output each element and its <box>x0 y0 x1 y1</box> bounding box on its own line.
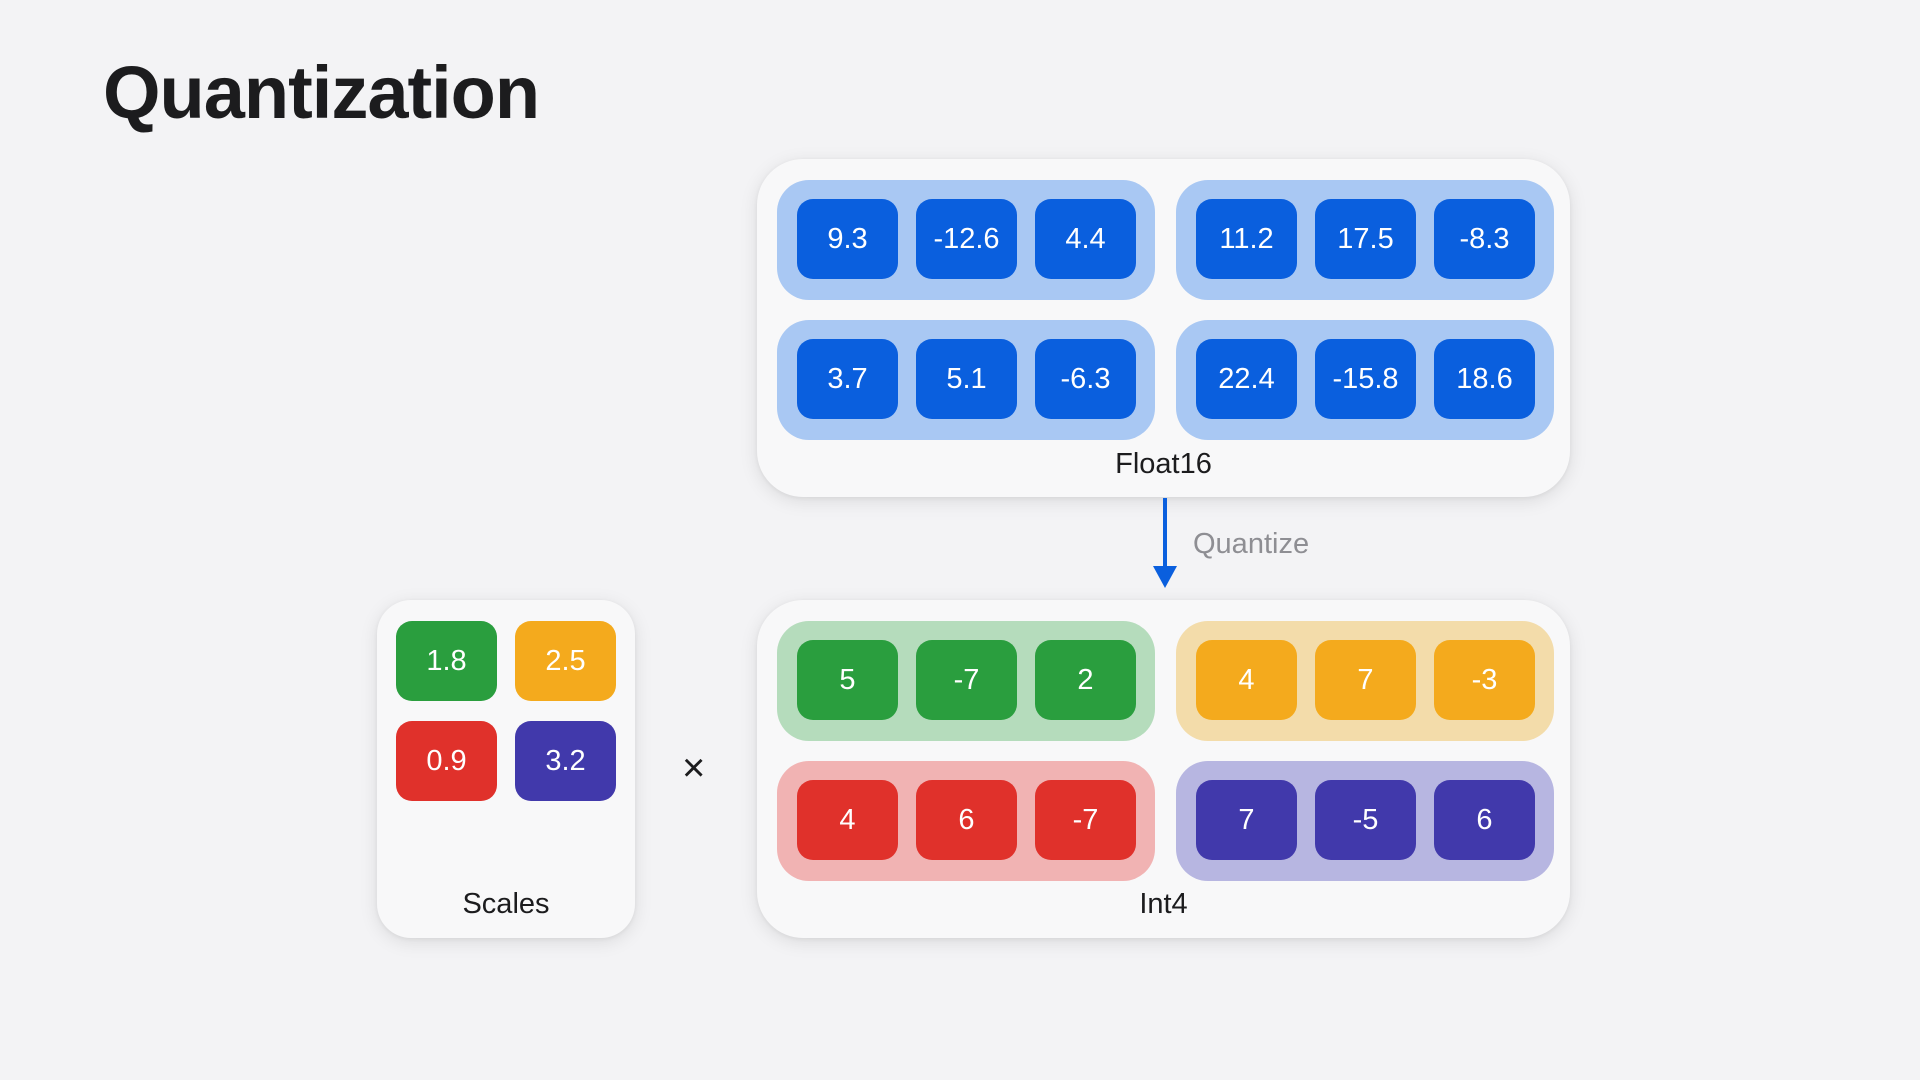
int4-cell: -5 <box>1315 780 1416 860</box>
int4-group-top-right: 4 7 -3 <box>1176 621 1554 741</box>
float16-cell: -15.8 <box>1315 339 1416 419</box>
int4-group-bottom-left: 4 6 -7 <box>777 761 1155 881</box>
quantize-label: Quantize <box>1193 528 1310 560</box>
scale-cell: 2.5 <box>515 621 616 701</box>
int4-cell: -7 <box>916 640 1017 720</box>
scales-panel: 1.8 2.5 0.9 3.2 Scales <box>377 600 635 938</box>
int4-cell: 7 <box>1315 640 1416 720</box>
scales-label: Scales <box>462 888 550 920</box>
int4-panel: 5 -7 2 4 7 -3 4 6 -7 7 -5 6 Int4 <box>757 600 1570 938</box>
int4-group-top-left: 5 -7 2 <box>777 621 1155 741</box>
int4-group-bottom-right: 7 -5 6 <box>1176 761 1554 881</box>
float16-group-top-left: 9.3 -12.6 4.4 <box>777 180 1155 300</box>
int4-label: Int4 <box>1139 888 1188 920</box>
quantize-arrow-icon <box>1153 498 1177 588</box>
int4-cell: -3 <box>1434 640 1535 720</box>
float16-cell: 11.2 <box>1196 199 1297 279</box>
float16-cell: 3.7 <box>797 339 898 419</box>
float16-group-bottom-right: 22.4 -15.8 18.6 <box>1176 320 1554 440</box>
float16-cell: 9.3 <box>797 199 898 279</box>
float16-cell: -6.3 <box>1035 339 1136 419</box>
int4-cell: 4 <box>797 780 898 860</box>
float16-cell: -8.3 <box>1434 199 1535 279</box>
float16-cell: 18.6 <box>1434 339 1535 419</box>
float16-panel: 9.3 -12.6 4.4 11.2 17.5 -8.3 3.7 5.1 -6.… <box>757 159 1570 497</box>
multiply-operator: × <box>682 746 706 790</box>
int4-cell: -7 <box>1035 780 1136 860</box>
float16-group-top-right: 11.2 17.5 -8.3 <box>1176 180 1554 300</box>
float16-cell: 4.4 <box>1035 199 1136 279</box>
float16-cell: -12.6 <box>916 199 1017 279</box>
int4-cell: 6 <box>1434 780 1535 860</box>
float16-group-bottom-left: 3.7 5.1 -6.3 <box>777 320 1155 440</box>
int4-cell: 2 <box>1035 640 1136 720</box>
int4-cell: 7 <box>1196 780 1297 860</box>
float16-label: Float16 <box>1115 448 1212 480</box>
scale-cell: 0.9 <box>396 721 497 801</box>
int4-cell: 6 <box>916 780 1017 860</box>
scale-cell: 1.8 <box>396 621 497 701</box>
float16-cell: 17.5 <box>1315 199 1416 279</box>
int4-cell: 4 <box>1196 640 1297 720</box>
float16-cell: 5.1 <box>916 339 1017 419</box>
scale-cell: 3.2 <box>515 721 616 801</box>
float16-cell: 22.4 <box>1196 339 1297 419</box>
int4-cell: 5 <box>797 640 898 720</box>
slide-title: Quantization <box>103 51 540 134</box>
